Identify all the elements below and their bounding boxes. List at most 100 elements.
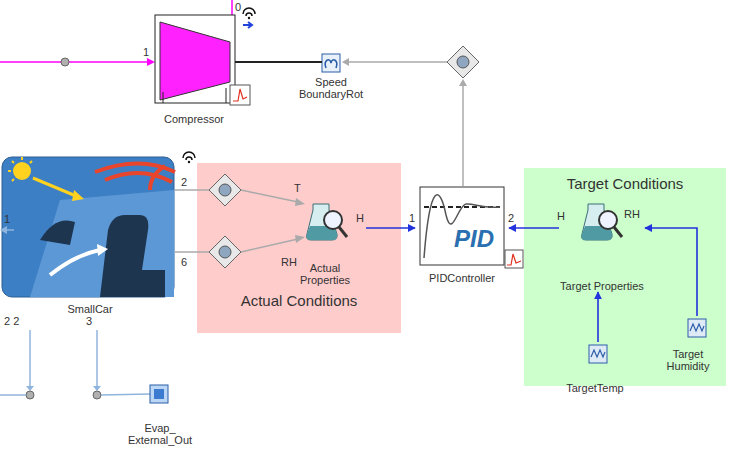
node-label: Evap_ External_Out: [115, 422, 205, 446]
node-label: Target Conditions: [524, 175, 726, 192]
car-block: SmallCar: [0, 150, 183, 315]
pin-number: 2: [508, 212, 514, 224]
signal-source-icon: [589, 345, 607, 363]
sensor-diamond: [447, 46, 479, 78]
shaft-stub: [235, 61, 241, 63]
car-illustration: [13, 162, 31, 180]
car-illustration: [40, 220, 75, 245]
signal-connector: [509, 227, 559, 229]
node-label: Target Humidity: [656, 348, 720, 372]
band-fill: [197, 163, 726, 386]
sensor-diamond: [457, 56, 469, 68]
car-illustration: [33, 178, 76, 196]
port-name: RH: [281, 256, 297, 268]
symbol-text: PID: [447, 226, 501, 252]
signal-connector: [645, 228, 697, 316]
signal-line: [342, 58, 467, 186]
car-port-lines: [209, 174, 241, 206]
group-band: Target ConditionsTarget PropertiesTarget…: [524, 168, 726, 386]
node-label: Compressor: [147, 113, 241, 125]
pin-number: 2 2: [4, 315, 19, 327]
compressor-symbol: [155, 8, 255, 105]
refrigerant-line: [231, 0, 233, 15]
properties-block: Actual Properties: [284, 196, 366, 286]
signal-connector: [597, 292, 599, 342]
properties-icon: [324, 211, 342, 229]
sensor-diamond: [447, 46, 479, 78]
port-name: H: [557, 210, 565, 222]
signal-connector: [366, 227, 415, 229]
car-illustration: [97, 244, 108, 256]
boundary-icon: [154, 389, 164, 399]
pin-number: 6: [181, 256, 187, 268]
band-fill: [197, 163, 401, 333]
car-illustration: [0, 226, 7, 234]
boundary-lines: [26, 391, 34, 399]
boundary-lines: [0, 330, 150, 399]
pin-number: 0: [235, 1, 241, 13]
shaft-connector: [241, 61, 295, 63]
pin-number: 1: [409, 212, 415, 224]
boundary-icon: [150, 385, 168, 403]
car-illustration: [2, 157, 174, 297]
compressor-symbol: [248, 17, 250, 19]
car-port-lines: [295, 235, 305, 243]
refrigerant-line: [0, 61, 148, 63]
car-port-lines: [241, 239, 298, 252]
pin-number: 1: [4, 213, 10, 225]
signal-source: Target Humidity: [656, 316, 720, 372]
car-illustration: [0, 152, 195, 297]
node-label: Speed BoundaryRot: [295, 76, 367, 100]
car-port-lines: [295, 198, 305, 206]
pid-controller: PIDPIDController: [415, 186, 509, 284]
port-name: H: [356, 212, 364, 224]
pid-symbol: [424, 195, 500, 258]
car-illustration: [188, 161, 190, 163]
speed-icon: [322, 54, 340, 72]
car-illustration: [100, 215, 165, 297]
node-label: Actual Conditions: [197, 292, 401, 309]
car-port-lines: [219, 184, 231, 196]
car-illustration: [8, 157, 32, 181]
pin-number: 3: [86, 315, 92, 327]
speed-icon: [322, 54, 340, 72]
properties-icon: [582, 204, 623, 240]
boundary-lines: [29, 330, 31, 388]
pid-symbol: [507, 254, 521, 265]
pid-symbol: [420, 187, 523, 268]
signal-line: [342, 58, 349, 66]
compressor-symbol: [243, 8, 255, 16]
refrigerant-line: [147, 58, 155, 66]
boundary-lines: [93, 391, 101, 399]
car-illustration: [95, 164, 175, 191]
band-fill: [524, 168, 726, 386]
signal-line: [348, 61, 447, 63]
boundary-lines: [96, 330, 98, 388]
boundary-lines: [93, 386, 101, 391]
boundary-lines: [26, 386, 34, 391]
speed-icon: [325, 60, 336, 68]
node-label: Target Properties: [559, 280, 645, 292]
car-illustration: [72, 190, 84, 201]
car-illustration: [183, 152, 195, 160]
signal-line: [462, 81, 464, 186]
car-illustration: [30, 190, 174, 297]
signal-source: TargetTemp: [544, 342, 646, 394]
signal-source-icon: [690, 324, 704, 331]
port-name: T: [294, 182, 301, 194]
car-port-lines: [175, 174, 305, 268]
car-illustration: [50, 250, 100, 275]
compressor-symbol: [233, 89, 247, 101]
compressor-symbol: [226, 88, 227, 103]
car-port-lines: [241, 190, 298, 202]
boundary-block: Evap_ External_Out: [115, 382, 205, 446]
signal-line: [459, 79, 467, 86]
properties-icon: [614, 227, 622, 237]
compressor-symbol: [230, 85, 250, 105]
signal-source-icon: [591, 350, 605, 357]
properties-icon: [307, 204, 348, 240]
node-label: TargetTemp: [544, 382, 646, 394]
properties-icon: [599, 211, 617, 229]
